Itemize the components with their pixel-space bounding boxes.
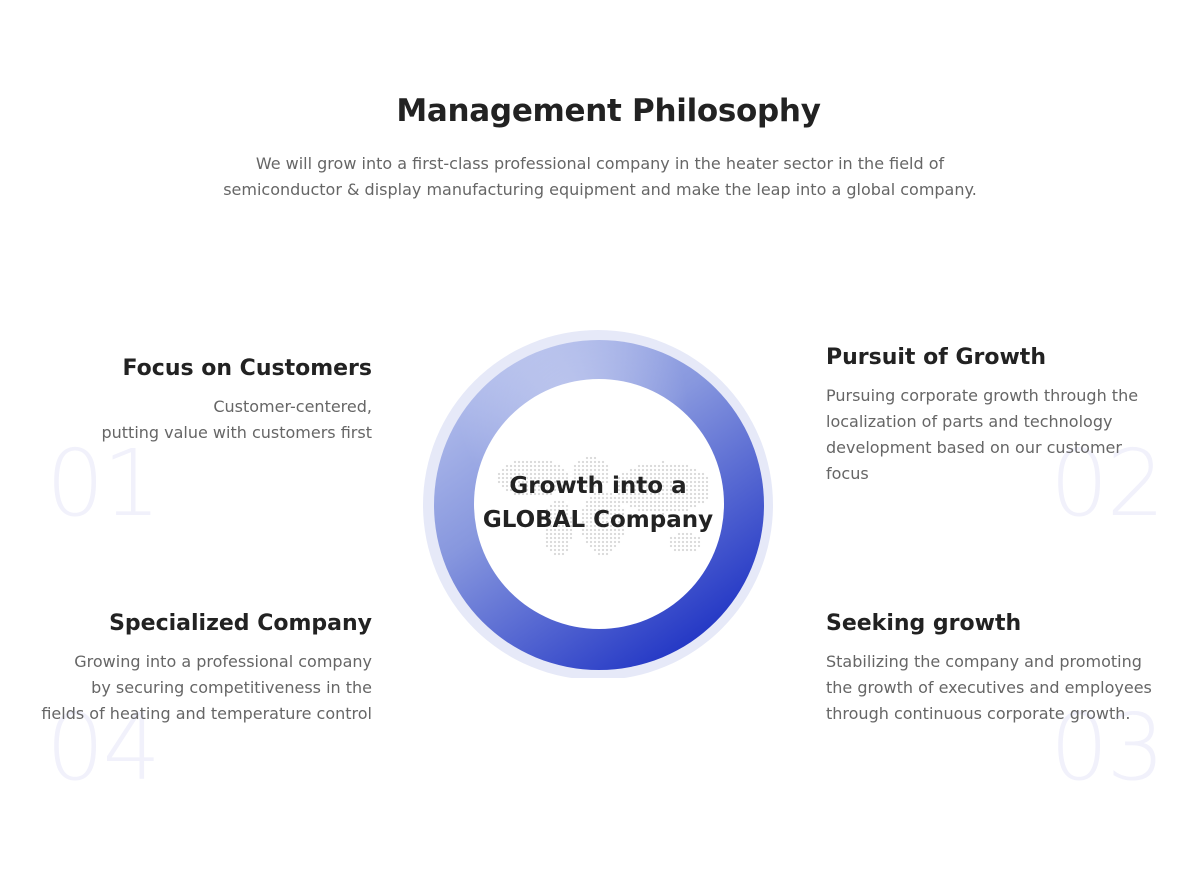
item-description-line: putting value with customers first	[101, 423, 372, 442]
item-title: Seeking growth	[826, 611, 1022, 636]
item-description-line: the growth of executives and employees	[826, 678, 1152, 697]
page-title: Management Philosophy	[396, 93, 821, 129]
item-description-line: fields of heating and temperature contro…	[41, 704, 372, 723]
item-title: Pursuit of Growth	[826, 345, 1046, 370]
growth-ring	[423, 330, 773, 678]
item-description: Stabilizing the company and promoting th…	[826, 649, 1166, 727]
inner-disc	[474, 379, 724, 629]
intro-line: We will grow into a first-class professi…	[255, 154, 945, 173]
philosophy-item-specialized-company: Specialized Company Growing into a profe…	[32, 611, 372, 727]
growth-ring-diagram: Growth into a GLOBAL Company	[423, 328, 773, 678]
center-label: Growth into a GLOBAL Company	[423, 469, 773, 537]
item-number-02: 02	[1050, 430, 1165, 537]
item-description: Pursuing corporate growth through the lo…	[826, 383, 1166, 487]
item-number-01: 01	[46, 430, 161, 537]
item-description: Customer-centered, putting value with cu…	[42, 394, 372, 446]
item-description-line: Growing into a professional company	[74, 652, 372, 671]
item-description-line: localization of parts and technology	[826, 412, 1113, 431]
item-number-04: 04	[46, 694, 161, 801]
item-description: Growing into a professional company by s…	[32, 649, 372, 727]
item-title: Specialized Company	[109, 611, 372, 636]
item-title: Focus on Customers	[122, 356, 372, 381]
world-map-icon	[497, 456, 709, 556]
item-description-line: Customer-centered,	[213, 397, 372, 416]
philosophy-item-focus-on-customers: Focus on Customers Customer-centered, pu…	[42, 356, 372, 446]
item-description-line: through continuous corporate growth.	[826, 704, 1131, 723]
center-label-line: Growth into a	[509, 473, 687, 499]
intro-line: semiconductor & display manufacturing eq…	[223, 180, 977, 199]
item-description-line: development based on our customer focus	[826, 438, 1122, 483]
item-description-line: Stabilizing the company and promoting	[826, 652, 1142, 671]
item-number-03: 03	[1050, 694, 1165, 801]
center-label-line: GLOBAL Company	[482, 507, 714, 533]
intro-text: We will grow into a first-class professi…	[0, 151, 1200, 203]
philosophy-item-pursuit-of-growth: Pursuit of Growth Pursuing corporate gro…	[826, 345, 1166, 487]
philosophy-item-seeking-growth: Seeking growth Stabilizing the company a…	[826, 611, 1166, 727]
item-description-line: by securing competitiveness in the	[91, 678, 372, 697]
item-description-line: Pursuing corporate growth through the	[826, 386, 1139, 405]
